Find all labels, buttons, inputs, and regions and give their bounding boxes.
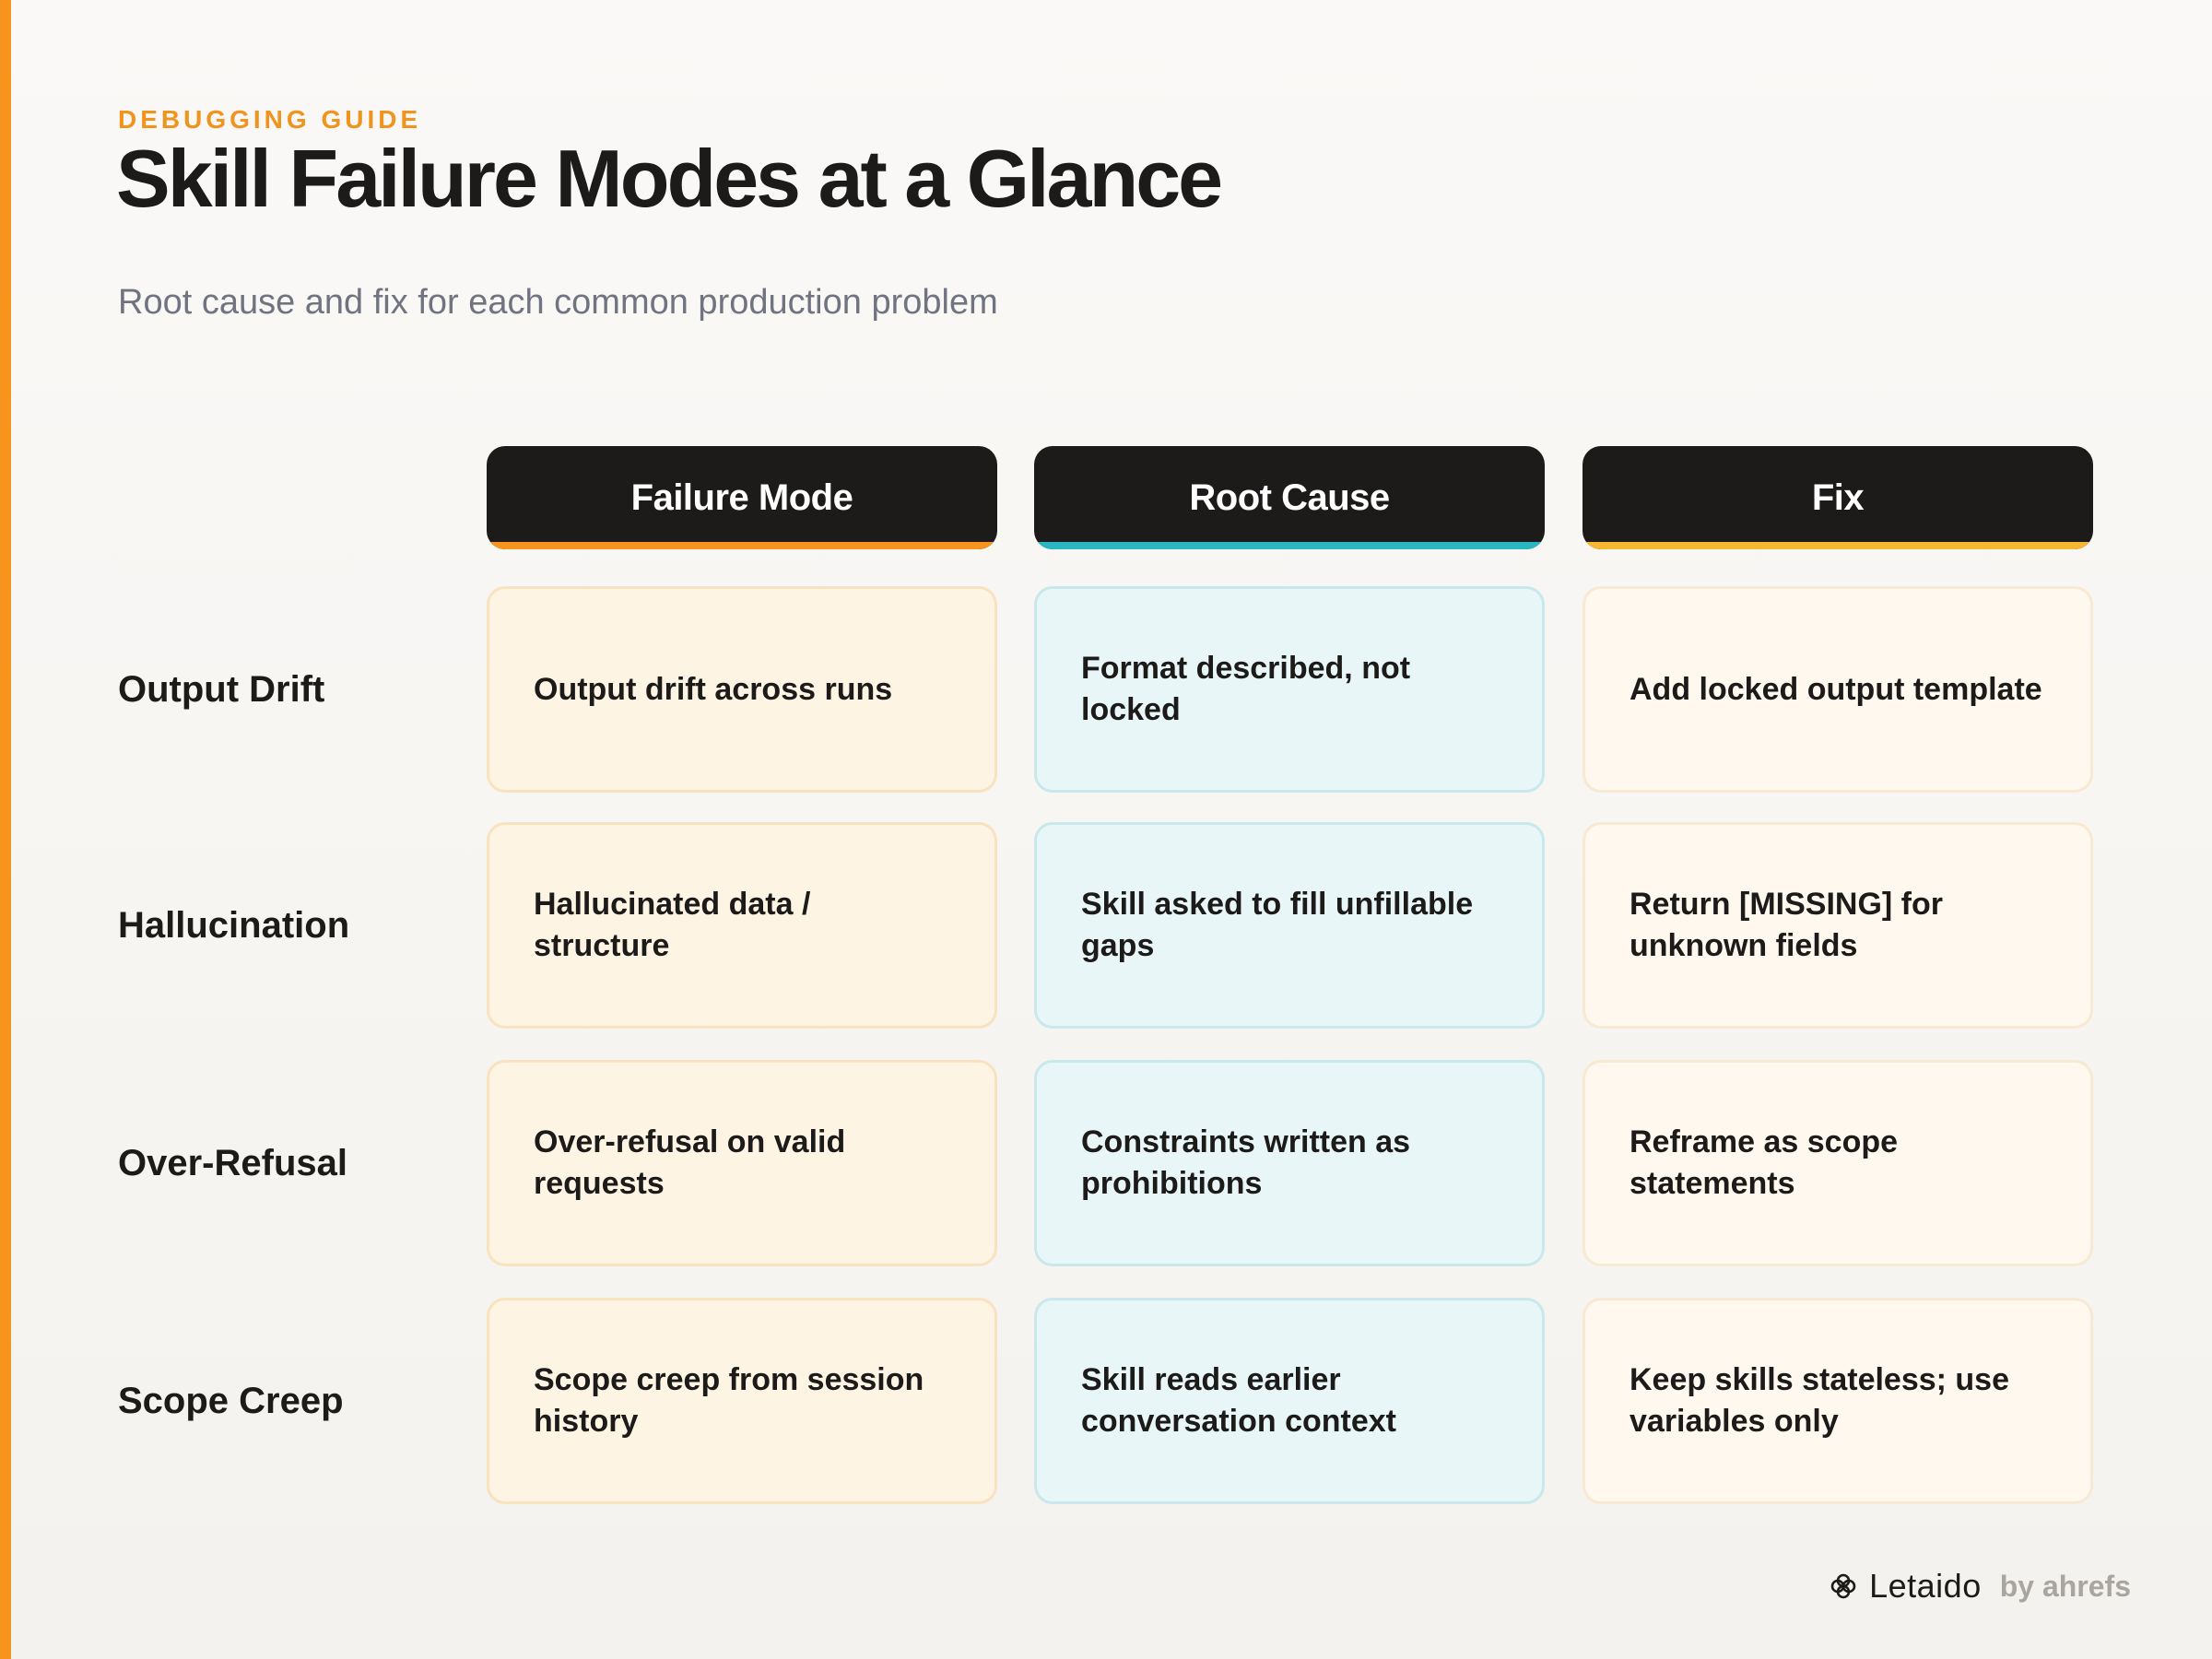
cell-root-cause: Skill reads earlier conversation context — [1034, 1298, 1545, 1504]
column-accent-underline — [1034, 542, 1545, 549]
column-header-label: Fix — [1811, 477, 1865, 518]
column-header-fix: Fix — [1583, 446, 2093, 549]
cell-fix: Keep skills stateless; use variables onl… — [1583, 1298, 2093, 1504]
row-label-over-refusal: Over-Refusal — [118, 1143, 347, 1183]
cell-fix: Reframe as scope statements — [1583, 1060, 2093, 1266]
brand-name: Letaido — [1869, 1567, 1982, 1605]
cell-root-cause: Constraints written as prohibitions — [1034, 1060, 1545, 1266]
footer-brand: Letaido by ahrefs — [1829, 1567, 2131, 1606]
row-label-output-drift: Output Drift — [118, 669, 325, 710]
cell-root-cause: Skill asked to fill unfillable gaps — [1034, 822, 1545, 1029]
cell-fix: Add locked output template — [1583, 586, 2093, 793]
eyebrow-label: DEBUGGING GUIDE — [118, 105, 422, 134]
clover-icon — [1830, 1573, 1856, 1599]
cell-failure-mode: Over-refusal on valid requests — [487, 1060, 997, 1266]
row-label-hallucination: Hallucination — [118, 905, 350, 946]
page-subtitle: Root cause and fix for each common produ… — [118, 283, 998, 322]
cell-failure-mode: Output drift across runs — [487, 586, 997, 793]
accent-bar — [0, 0, 11, 1659]
row-label-scope-creep: Scope Creep — [118, 1381, 344, 1421]
column-header-root-cause: Root Cause — [1034, 446, 1545, 549]
column-header-label: Root Cause — [1189, 477, 1390, 518]
cell-failure-mode: Hallucinated data / structure — [487, 822, 997, 1029]
column-accent-underline — [1583, 542, 2093, 549]
column-accent-underline — [487, 542, 997, 549]
brand-byline: by ahrefs — [1999, 1569, 2131, 1603]
cell-fix: Return [MISSING] for unknown fields — [1583, 822, 2093, 1029]
cell-failure-mode: Scope creep from session history — [487, 1298, 997, 1504]
cell-root-cause: Format described, not locked — [1034, 586, 1545, 793]
column-header-label: Failure Mode — [630, 477, 853, 518]
page-title: Skill Failure Modes at a Glance — [116, 133, 1223, 224]
column-header-failure-mode: Failure Mode — [487, 446, 997, 549]
